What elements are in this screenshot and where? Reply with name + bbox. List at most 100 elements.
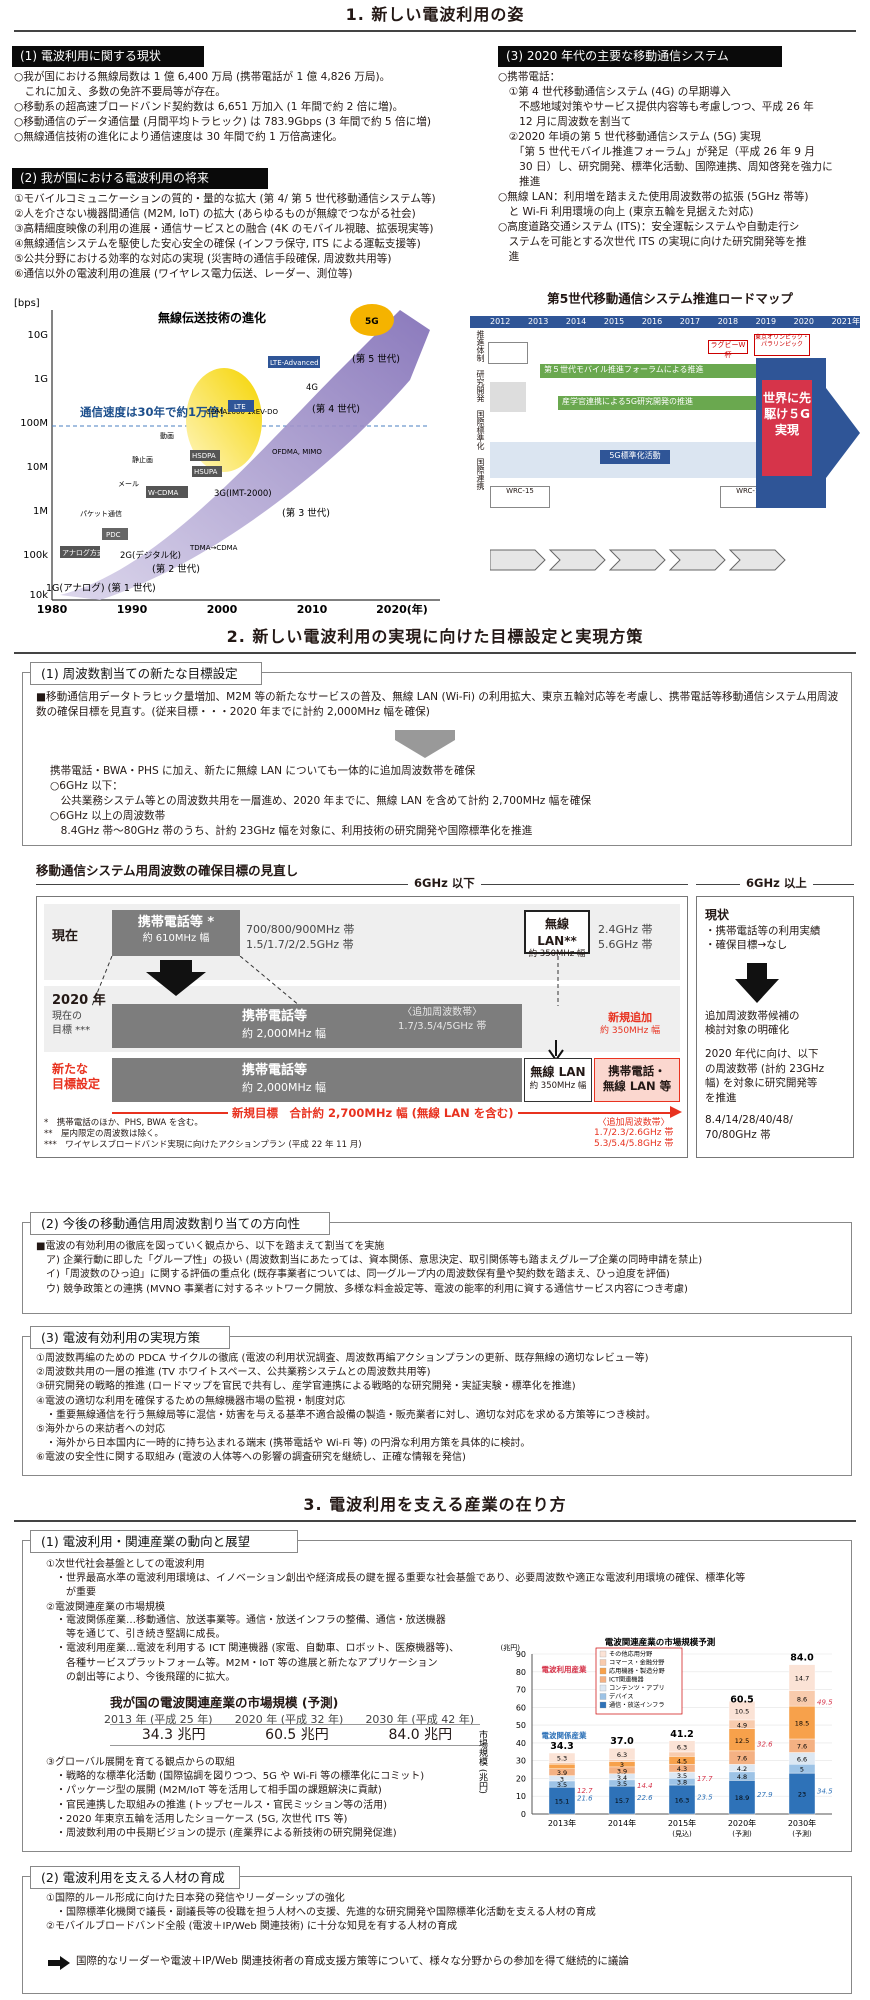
svg-text:動画: 動画 [160,431,174,440]
bar-segment [788,1705,816,1740]
event-olympics: 東京オリンピック・パラリンピック [754,334,810,356]
bar-total-label: 84.0 [790,1653,814,1664]
down-arrow-icon [146,960,206,996]
diagram-title: 移動通信システム用周波数の確保目標の見直し [36,863,299,878]
svg-text:HSUPA: HSUPA [194,468,218,476]
svg-text:100k: 100k [23,550,48,561]
bar-total-label: 37.0 [610,1736,634,1747]
svg-text:10k: 10k [29,590,48,601]
bar-value-label: 5 [800,1766,804,1774]
s1-heading-1: (1) 電波利用に関する現状 [12,46,204,67]
market-chart-title: 電波関連産業の市場規模予測 [605,1637,716,1648]
svg-text:(第 2 世代): (第 2 世代) [152,563,200,575]
bar-total-label: 60.5 [730,1694,753,1705]
section3-title: 3. 電波利用を支える産業の在り方 [303,1495,567,1514]
mobile-now-bar: 携帯電話等 *約 610MHz 幅 [112,910,240,956]
s3-box-2 [22,1876,852,1994]
bar-segment [548,1764,576,1769]
svg-text:W-CDMA: W-CDMA [148,489,178,497]
bar-segment [788,1772,816,1815]
legend-swatch [599,1676,607,1683]
diagram-notes: * 携帯電話のほか、PHS, BWA を含む。** 屋内限定の周波数は除く。**… [44,1118,362,1151]
s1-list-1: ○我が国における無線局数は 1 億 6,400 万局 (携帯電話が 1 億 4,… [14,71,431,144]
y-unit: [bps] [14,298,40,309]
new-add: 新規追加約 350MHz 幅 [600,1011,661,1037]
group-label-related: 電波関係産業 [542,1730,587,1740]
legend-swatch [599,1667,607,1675]
s1-list-3: ○携帯電話： ①第 4 世代移動通信システム (4G) の早期導入 不感地域対策… [498,71,833,264]
bar-value-label: 16.3 [675,1797,689,1805]
s3-list-3: ①国際的ルール形成に向けた日本発の発信やリーダーシップの強化 ・国際標準化機関で… [46,1893,596,1933]
bar-value-label: 10.5 [735,1708,749,1716]
arrow-right-icon [670,1106,682,1118]
event-rugby: ラグビーW杯 [708,340,748,359]
s1-heading-2: (2) 我が国における電波利用の将来 [12,168,268,189]
svg-text:1990: 1990 [117,603,148,615]
s2-box-1 [22,672,852,846]
y-tick-label: 20 [516,1774,526,1783]
bar-value-label: 3 [560,1775,564,1783]
y-tick-label: 70 [516,1686,526,1695]
market-title: 我が国の電波関連産業の市場規模 (予測) [110,1695,339,1710]
mobile-new-bar: 携帯電話等約 2,000MHz 幅 [112,1058,522,1102]
svg-text:LTE: LTE [234,403,246,411]
roadmap-bar-std: 5G標準化活動 [600,450,670,464]
bar-value-label: 3.9 [617,1767,627,1775]
bar-value-label: 6.6 [797,1755,807,1763]
bar-value-label: 14.7 [795,1675,809,1683]
legend-swatch [599,1684,607,1692]
group-label-utilization: 電波利用産業 [542,1664,587,1674]
down-arrow-icon [395,730,455,758]
svg-text:(第 3 世代): (第 3 世代) [282,507,330,519]
s2-heading-1: (1) 周波数割当ての新たな目標設定 [30,662,262,686]
y-tick-label: 40 [516,1739,526,1748]
market-chart-ylabel: 市場規模 (兆円) [477,1729,488,1794]
svg-text:(第 5 世代): (第 5 世代) [352,353,400,365]
s2-heading-2: (2) 今後の移動通信用周波数割り当ての方向性 [30,1212,330,1236]
bar-value-label: 8.6 [797,1695,807,1703]
svg-text:OFDMA, MIMO: OFDMA, MIMO [272,448,322,456]
y-tick-label: 0 [521,1810,526,1819]
section1-rule [14,30,856,32]
bar-value-label: 3 [620,1761,624,1769]
legend-swatch [599,1650,607,1658]
section2-title: 2. 新しい電波利用の実現に向けた目標設定と実現方策 [226,627,644,646]
s2-list-2: ■電波の有効利用の徹底を図っていく観点から、以下を踏まえて割当てを実施 ア) 企… [36,1241,703,1295]
bar-value-label: 3.4 [617,1774,627,1782]
s3-box-1 [22,1540,852,1852]
legend-swatch [599,1701,607,1709]
bar-value-label: 15.7 [615,1797,629,1805]
bar-value-label: 5.3 [557,1755,567,1763]
final-note: 国際的なリーダーや電波＋IP/Web 関連技術者の育成支援方策等について、様々な… [76,1955,629,1967]
bar-value-label: 4.5 [677,1757,687,1765]
bar-value-label: 4.3 [677,1765,687,1773]
bar-segment [608,1748,636,1760]
s2-list-3: ①周波数再編のための PDCA サイクルの徹底 (電波の利用状況調査、周波数再編… [36,1353,656,1464]
s3-list-1b: ・電波関係産業…移動通信、放送事業等。通信・放送インフラの整備、通信・放送機器 … [46,1615,460,1683]
svg-text:PDC: PDC [106,531,121,539]
legend-label: コンテンツ・アプリ [609,1685,665,1692]
svg-text:パケット通信: パケット通信 [80,509,122,518]
bar-value-label: 6.3 [677,1743,687,1751]
bar-value-label: 3.5 [677,1772,687,1780]
down-arrow-icon [735,962,779,1003]
bar-total-label: 41.2 [670,1729,693,1740]
section1-title: 1. 新しい電波利用の姿 [345,5,525,24]
svg-text:1G: 1G [34,374,48,385]
svg-text:アナログ方式: アナログ方式 [62,548,104,557]
s2-intro: ■移動通信用データトラヒック量増加、M2M 等の新たなサービスの普及、無線 LA… [36,691,839,719]
y-tick-label: 80 [516,1668,526,1677]
bar-segment [548,1786,576,1815]
related-total: 27.9 [757,1791,773,1799]
row-new-goal: 新たな目標設定 [52,1062,101,1091]
legend-swatch [599,1659,607,1666]
svg-text:1980: 1980 [37,603,68,615]
bar-segment [608,1759,636,1762]
svg-text:1M: 1M [33,506,48,517]
bar-value-label: 3.5 [617,1780,627,1788]
svg-text:2010: 2010 [297,603,328,615]
bar-total-label: 34.3 [550,1741,573,1752]
